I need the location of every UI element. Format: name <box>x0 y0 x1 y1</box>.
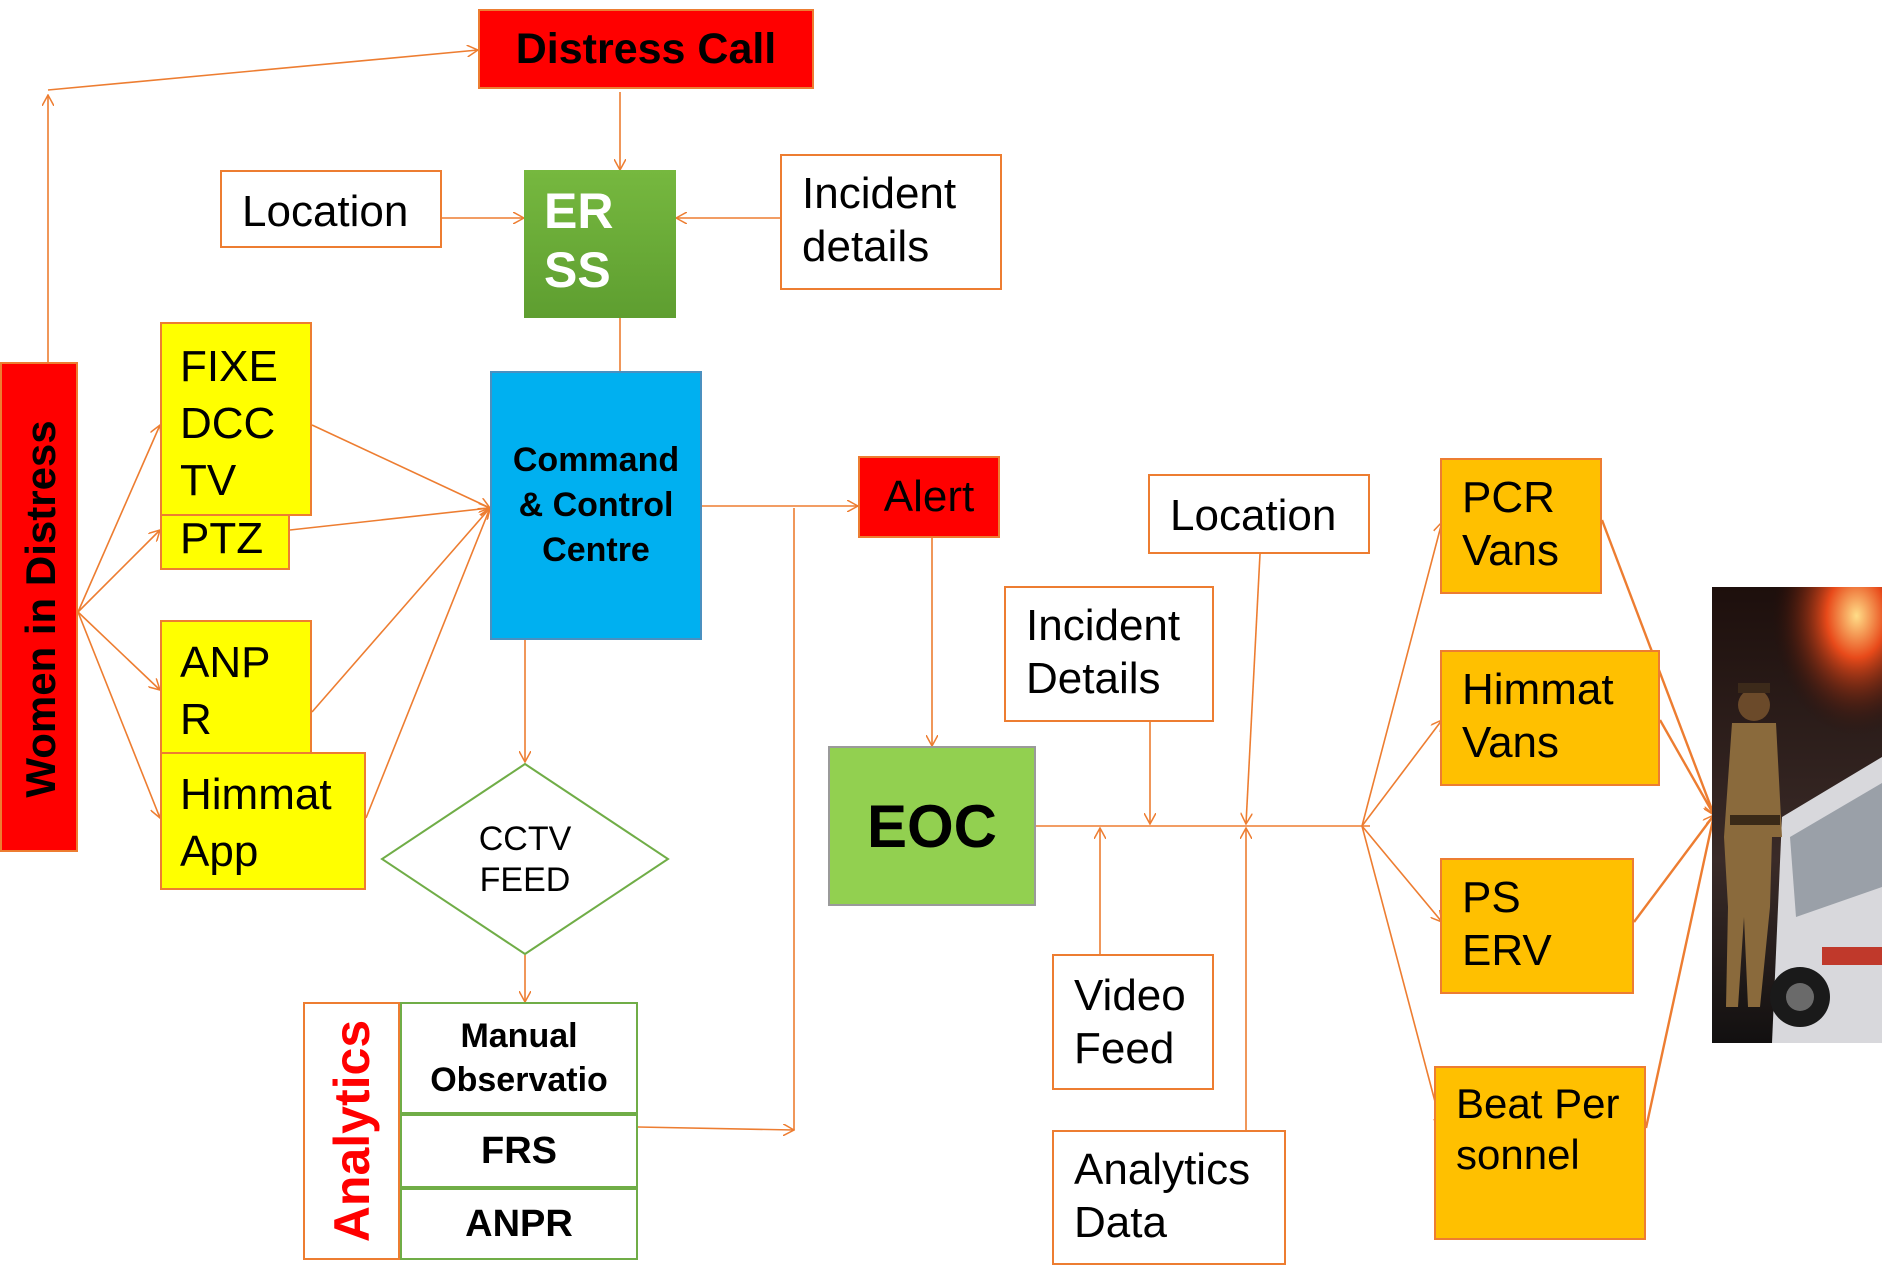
incident-label-right: Incident Details <box>1026 601 1181 703</box>
arrow-beat-to-photo <box>1644 815 1714 1129</box>
incident-box-right: Incident Details <box>1004 586 1214 722</box>
arrow-women-to-anpr <box>77 611 160 690</box>
arrow-distress-line <box>47 50 478 91</box>
women-in-distress-label: Women in Distress <box>17 420 64 798</box>
beat-personnel-label: Beat Personnel <box>1456 1080 1620 1179</box>
arrow-to-ps-erv <box>1361 825 1442 922</box>
eoc-label: EOC <box>866 792 998 860</box>
manual-observation-label: Manual Observatio <box>430 1016 608 1099</box>
distress-call-label: Distress Call <box>515 24 777 73</box>
beat-personnel-box: Beat Personnel <box>1434 1066 1646 1240</box>
pcr-vans-box: PCR Vans <box>1440 458 1602 594</box>
arrow-to-pcr <box>1361 522 1442 827</box>
himmat-vans-label: Himmat Vans <box>1462 665 1614 767</box>
video-feed-box: Video Feed <box>1052 954 1214 1090</box>
arrow-women-to-fixed <box>77 425 160 613</box>
arrow-ptz-to-ccc <box>289 508 490 531</box>
incident-label-top: Incident details <box>802 169 957 271</box>
eoc-box: EOC <box>828 746 1036 906</box>
anpr-source-label: ANPR <box>180 638 271 745</box>
anpr-analytics-box: ANPR <box>400 1188 638 1260</box>
arrow-women-to-himmat-app <box>77 611 160 818</box>
women-in-distress-box: Women in Distress <box>0 362 78 852</box>
fixed-cctv-box: FIXEDCCTV <box>160 322 312 516</box>
analytics-data-box: Analytics Data <box>1052 1130 1286 1265</box>
distress-call-box: Distress Call <box>478 9 814 89</box>
arrow-location-right <box>1246 553 1261 824</box>
alert-box: Alert <box>858 456 1000 538</box>
police-officer-photo <box>1712 587 1882 1043</box>
location-label-right: Location <box>1170 491 1337 540</box>
analytics-data-label: Analytics Data <box>1074 1145 1251 1247</box>
command-control-centre-box: Command & Control Centre <box>490 371 702 640</box>
fixed-cctv-label: FIXEDCCTV <box>180 342 278 506</box>
frs-box: FRS <box>400 1114 638 1188</box>
analytics-box: Analytics <box>303 1002 400 1260</box>
manual-observation-box: Manual Observatio <box>400 1002 638 1114</box>
incident-box-top: Incident details <box>780 154 1002 290</box>
alert-label: Alert <box>883 472 975 521</box>
anpr-analytics-label: ANPR <box>465 1202 573 1245</box>
anpr-source-box: ANPR <box>160 620 312 756</box>
arrow-himmat-app-to-ccc <box>365 508 490 819</box>
cctv-feed-label: CCTV FEED <box>478 820 572 899</box>
ps-erv-box: PS ERV <box>1440 858 1634 994</box>
location-label-top: Location <box>242 187 409 236</box>
location-box-right: Location <box>1148 474 1370 554</box>
erss-label: ERSS <box>544 183 614 298</box>
cctv-feed-label-wrap: CCTV FEED <box>455 810 595 910</box>
video-feed-label: Video Feed <box>1074 971 1186 1073</box>
arrow-to-himmat-vans <box>1361 720 1442 827</box>
frs-label: FRS <box>481 1129 557 1172</box>
himmat-vans-box: Himmat Vans <box>1440 650 1660 786</box>
arrow-anpr-to-ccc <box>311 508 490 713</box>
arrow-to-beat <box>1361 825 1442 1128</box>
analytics-label: Analytics <box>324 1019 380 1243</box>
pcr-vans-label: PCR Vans <box>1462 473 1560 575</box>
erss-box: ERSS <box>524 170 676 318</box>
arrow-himmat-to-photo <box>1658 719 1716 815</box>
himmat-app-label: Himmat App <box>180 770 332 877</box>
ps-erv-label: PS ERV <box>1462 873 1552 975</box>
arrow-pserv-to-photo <box>1633 815 1715 923</box>
command-control-centre-label: Command & Control Centre <box>512 441 680 569</box>
location-box-top: Location <box>220 170 442 248</box>
cctv-feed-diamond <box>380 762 670 956</box>
arrow-women-to-ptz <box>77 530 160 613</box>
arrow-fixed-to-ccc <box>311 424 490 508</box>
himmat-app-box: Himmat App <box>160 752 366 890</box>
ptz-label: PTZ <box>180 514 264 563</box>
arrow-analytics-to-bus <box>637 1127 794 1130</box>
